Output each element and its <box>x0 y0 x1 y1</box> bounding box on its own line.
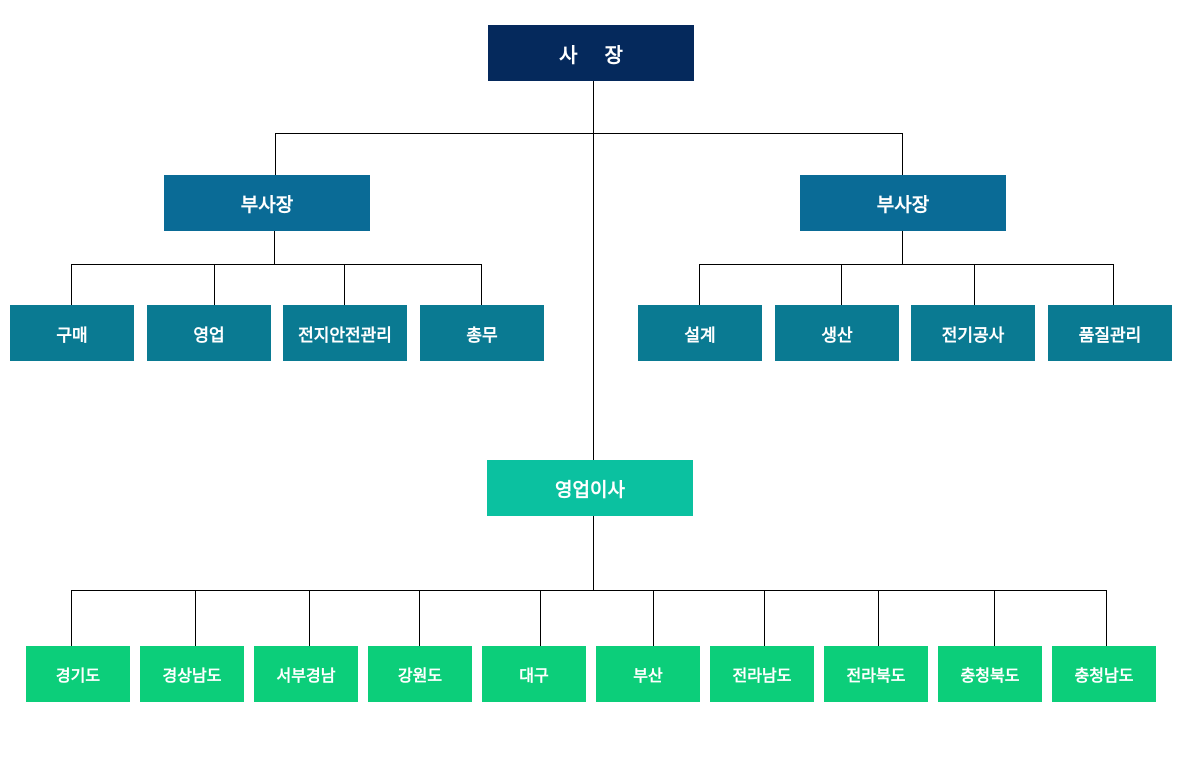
dept-label: 전지안전관리 <box>298 325 392 346</box>
dept-safety-box: 전지안전관리 <box>283 305 407 361</box>
region-label: 강원도 <box>397 666 443 685</box>
region-box: 강원도 <box>368 646 472 702</box>
region-box: 부산 <box>596 646 700 702</box>
vice-president-left-box: 부사장 <box>164 175 370 231</box>
dept-purchasing-box: 구매 <box>10 305 134 361</box>
sales-director-label: 영업이사 <box>555 478 625 501</box>
dept-label: 영업 <box>193 325 225 346</box>
dept-label: 설계 <box>684 325 716 346</box>
region-label: 충청북도 <box>960 666 1020 685</box>
dept-label: 총무 <box>466 325 498 346</box>
dept-quality-box: 품질관리 <box>1048 305 1172 361</box>
region-label: 부산 <box>633 666 663 685</box>
dept-label: 품질관리 <box>1078 325 1142 346</box>
dept-label: 생산 <box>821 325 853 346</box>
region-label: 전라남도 <box>732 666 792 685</box>
region-label: 서부경남 <box>276 666 336 685</box>
dept-production-box: 생산 <box>775 305 899 361</box>
region-box: 대구 <box>482 646 586 702</box>
dept-label: 전기공사 <box>941 325 1005 346</box>
ceo-label: 사 장 <box>559 42 633 67</box>
region-label: 경기도 <box>55 666 101 685</box>
region-box: 전라남도 <box>710 646 814 702</box>
region-box: 경기도 <box>26 646 130 702</box>
vice-president-right-box: 부사장 <box>800 175 1006 231</box>
region-box: 전라북도 <box>824 646 928 702</box>
ceo-box: 사 장 <box>488 25 694 81</box>
dept-sales-box: 영업 <box>147 305 271 361</box>
region-box: 충청남도 <box>1052 646 1156 702</box>
dept-design-box: 설계 <box>638 305 762 361</box>
region-box: 충청북도 <box>938 646 1042 702</box>
vice-president-right-label: 부사장 <box>876 193 930 216</box>
region-label: 전라북도 <box>846 666 906 685</box>
region-box: 경상남도 <box>140 646 244 702</box>
dept-label: 구매 <box>56 325 88 346</box>
sales-director-box: 영업이사 <box>487 460 693 516</box>
dept-electrical-box: 전기공사 <box>911 305 1035 361</box>
vice-president-left-label: 부사장 <box>240 193 294 216</box>
region-label: 경상남도 <box>162 666 222 685</box>
region-label: 대구 <box>519 666 549 685</box>
dept-general-affairs-box: 총무 <box>420 305 544 361</box>
region-box: 서부경남 <box>254 646 358 702</box>
region-label: 충청남도 <box>1074 666 1134 685</box>
